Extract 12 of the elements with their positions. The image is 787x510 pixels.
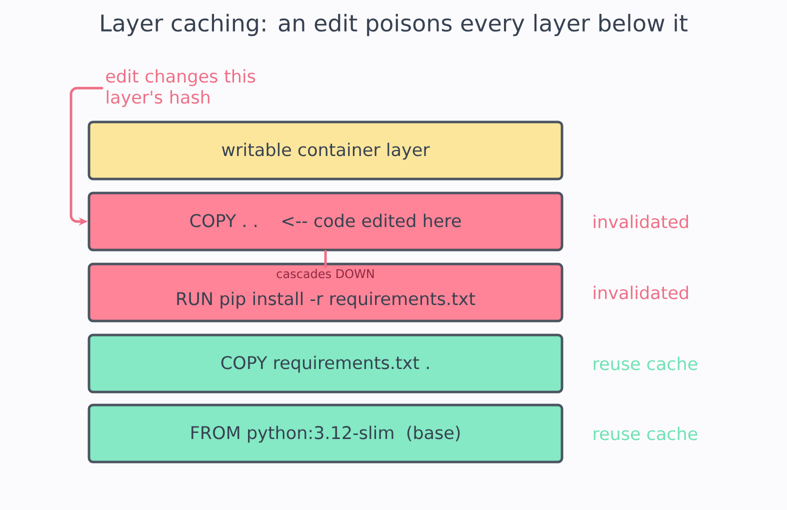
status-label: reuse cache bbox=[594, 356, 698, 370]
layer-box: COPY . . <-- code edited here bbox=[88, 192, 564, 252]
connector-line bbox=[324, 250, 327, 268]
layer-box: writable container layer bbox=[88, 120, 564, 180]
layer-box: COPY requirements.txt . bbox=[88, 334, 564, 394]
title: Layer caching: an edit poisons every layer below it bbox=[101, 14, 688, 36]
status-label: reuse cache bbox=[594, 426, 698, 440]
layer-box: FROM python:3.12-slim (base) bbox=[88, 404, 564, 464]
edge-label: cascades DOWN bbox=[276, 268, 374, 278]
status-label: invalidated bbox=[594, 286, 688, 300]
annotation-text: edit changes this layer's hash bbox=[106, 69, 256, 108]
status-label: invalidated bbox=[594, 214, 688, 228]
